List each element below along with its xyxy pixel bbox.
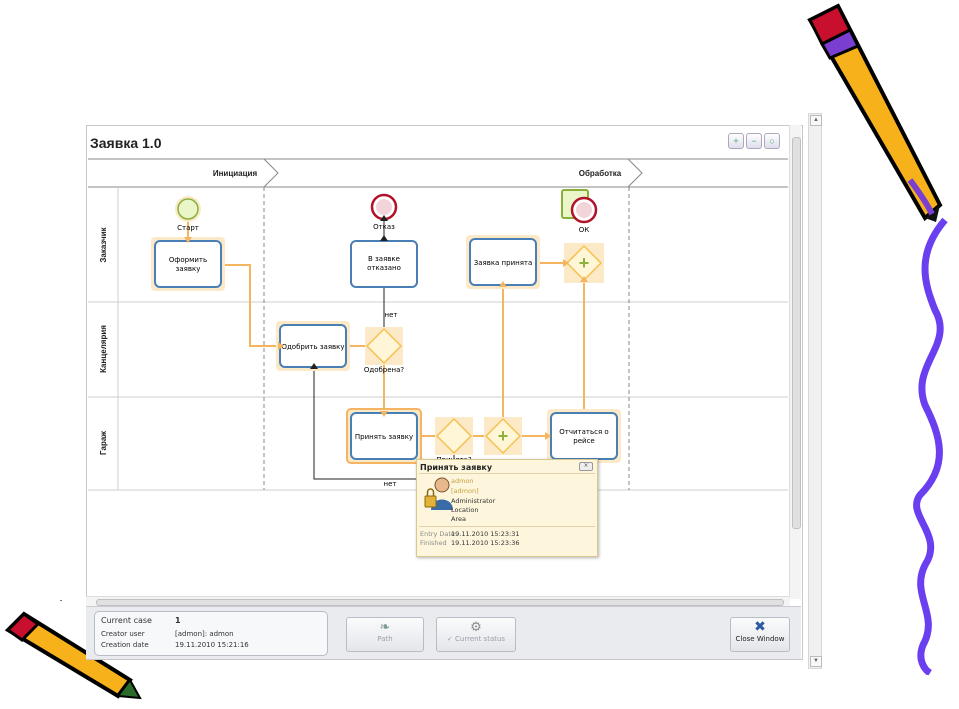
lane-garage: Гараж bbox=[99, 431, 108, 455]
popup-entry-label: Entry Date bbox=[420, 530, 455, 538]
popup-role: Administrator bbox=[451, 497, 496, 505]
gateway-approved-label: Одобрена? bbox=[364, 366, 405, 374]
task-report[interactable] bbox=[550, 412, 618, 460]
task-submit-label-1: Оформить bbox=[169, 256, 207, 264]
outer-scrollbar[interactable]: ▲ ▼ bbox=[808, 113, 822, 669]
purple-squiggle-decoration bbox=[913, 217, 948, 675]
gateway-accepted[interactable] bbox=[435, 417, 473, 455]
task-report-label-2: рейсе bbox=[573, 437, 594, 445]
checkmark-icon: ✓ bbox=[446, 635, 453, 643]
task-accept-label: Принять заявку bbox=[355, 433, 413, 441]
gear-icon: ⚙ bbox=[470, 620, 482, 635]
task-rejected-label-1: В заявке bbox=[368, 255, 400, 263]
case-info-panel: Current case 1 Creator user [admon]: adm… bbox=[94, 611, 328, 656]
pencil-decoration-top-right bbox=[807, 3, 943, 222]
window-title: Заявка 1.0 bbox=[90, 135, 162, 151]
popup-finished-value: 19.11.2010 15:23:36 bbox=[451, 539, 520, 547]
task-rejected-label-2: отказано bbox=[367, 264, 401, 272]
process-window bbox=[86, 125, 803, 660]
pencil-decoration-bottom-left bbox=[4, 600, 142, 700]
close-window-label: Close Window bbox=[735, 635, 785, 643]
creation-date-label: Creation date bbox=[101, 641, 149, 649]
close-window-button[interactable]: ✖ Close Window bbox=[730, 617, 790, 652]
popup-entry-value: 19.11.2010 15:23:31 bbox=[451, 530, 520, 538]
close-icon: ✖ bbox=[754, 619, 766, 635]
path-button-label: Path bbox=[377, 635, 393, 643]
current-case-value: 1 bbox=[175, 616, 181, 625]
task-submit[interactable] bbox=[154, 240, 222, 288]
popup-close-icon[interactable]: × bbox=[579, 462, 593, 471]
phase-processing: Обработка bbox=[579, 169, 622, 178]
footsteps-icon: ❧ bbox=[379, 620, 391, 635]
flow-no-label-1: нет bbox=[385, 311, 398, 319]
scroll-up-icon[interactable]: ▲ bbox=[810, 115, 822, 126]
current-case-label: Current case bbox=[101, 616, 152, 625]
zoom-out-icon[interactable]: − bbox=[746, 133, 762, 149]
popup-finished-label: Finished bbox=[420, 539, 447, 547]
horizontal-scroll-thumb[interactable] bbox=[96, 599, 784, 606]
popup-title: Принять заявку bbox=[420, 463, 493, 472]
scroll-down-icon[interactable]: ▼ bbox=[810, 656, 822, 667]
vertical-scrollbar[interactable] bbox=[789, 125, 801, 599]
user-lock-icon bbox=[424, 477, 453, 510]
plus-icon: + bbox=[498, 426, 509, 446]
task-approve-label: Одобрить заявку bbox=[281, 343, 344, 351]
popup-area: Area bbox=[451, 515, 466, 523]
end-event-reject-label: Отказ bbox=[373, 223, 395, 231]
start-event-label: Старт bbox=[177, 224, 199, 232]
popup-user-login: [admon] bbox=[451, 487, 479, 495]
popup-location: Location bbox=[451, 506, 479, 514]
path-button[interactable]: ❧ Path bbox=[346, 617, 424, 652]
lane-office: Канцелярия bbox=[99, 325, 108, 373]
start-event[interactable] bbox=[177, 198, 199, 220]
parallel-gateway-bottom[interactable] bbox=[484, 417, 522, 455]
zoom-reset-icon[interactable]: ○ bbox=[764, 133, 780, 149]
task-accepted-label: Заявка принята bbox=[474, 259, 533, 267]
sequence-flows bbox=[187, 219, 585, 437]
creator-value: [admon]: admon bbox=[175, 630, 234, 638]
phase-initiation: Инициация bbox=[213, 169, 258, 178]
vertical-scroll-thumb[interactable] bbox=[792, 137, 801, 529]
creator-label: Creator user bbox=[101, 630, 145, 638]
current-status-button[interactable]: ⚙ ✓ Current status bbox=[436, 617, 516, 652]
flow-no-label-2: нет bbox=[384, 480, 397, 488]
end-event-ok-label: ОК bbox=[579, 226, 590, 234]
plus-icon: + bbox=[579, 253, 590, 273]
gateway-approved[interactable] bbox=[365, 327, 403, 365]
lane-customer: Заказчик bbox=[99, 226, 108, 262]
task-report-label-1: Отчитаться о bbox=[559, 428, 608, 436]
task-submit-label-2: заявку bbox=[176, 265, 201, 273]
horizontal-scrollbar[interactable] bbox=[86, 596, 790, 607]
popup-user-name: admon bbox=[451, 477, 474, 485]
task-details-popup: Принять заявку × admon [admon] Administr… bbox=[416, 459, 598, 557]
current-status-label: Current status bbox=[455, 635, 506, 643]
creation-date-value: 19.11.2010 15:21:16 bbox=[175, 641, 249, 649]
zoom-in-icon[interactable]: + bbox=[728, 133, 744, 149]
